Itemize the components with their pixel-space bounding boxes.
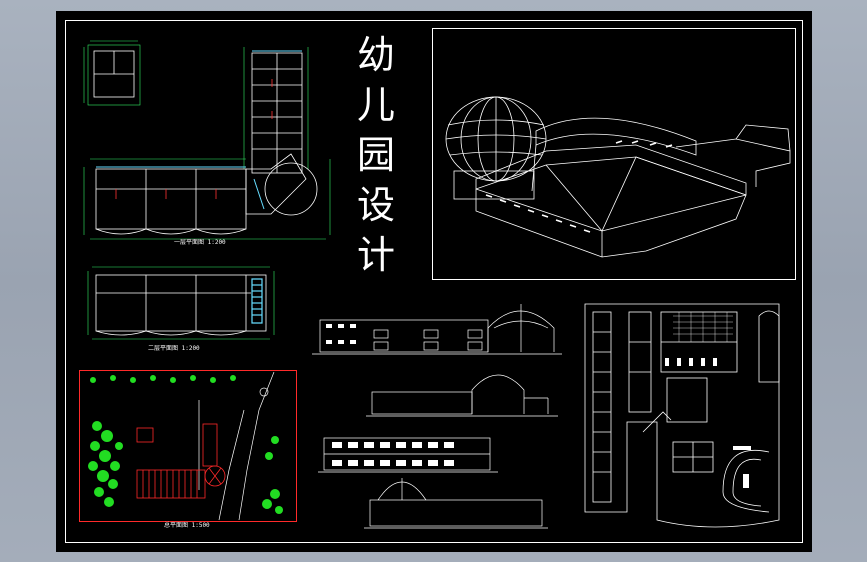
perspective-view bbox=[445, 96, 791, 258]
site-plan bbox=[79, 370, 297, 522]
elevations bbox=[312, 304, 562, 529]
title-char-1: 幼 bbox=[356, 33, 395, 77]
caption-site: 总平面图 1:500 bbox=[164, 522, 210, 529]
floor-plan-1f bbox=[83, 40, 331, 240]
title-char-3: 园 bbox=[356, 133, 395, 177]
title-char-5: 计 bbox=[356, 233, 395, 277]
title-char-2: 儿 bbox=[356, 83, 395, 127]
caption-floor-1f: 一层平面图 1:200 bbox=[174, 239, 226, 246]
title-char-4: 设 bbox=[356, 183, 395, 227]
floor-plan-2f bbox=[87, 266, 275, 340]
sheet-border bbox=[65, 20, 803, 543]
drawing-sheet: 幼 儿 园 设 计 bbox=[56, 11, 812, 552]
perspective-frame bbox=[432, 28, 796, 280]
caption-floor-2f: 二层平面图 1:200 bbox=[148, 345, 200, 352]
detail-plan bbox=[584, 303, 780, 528]
